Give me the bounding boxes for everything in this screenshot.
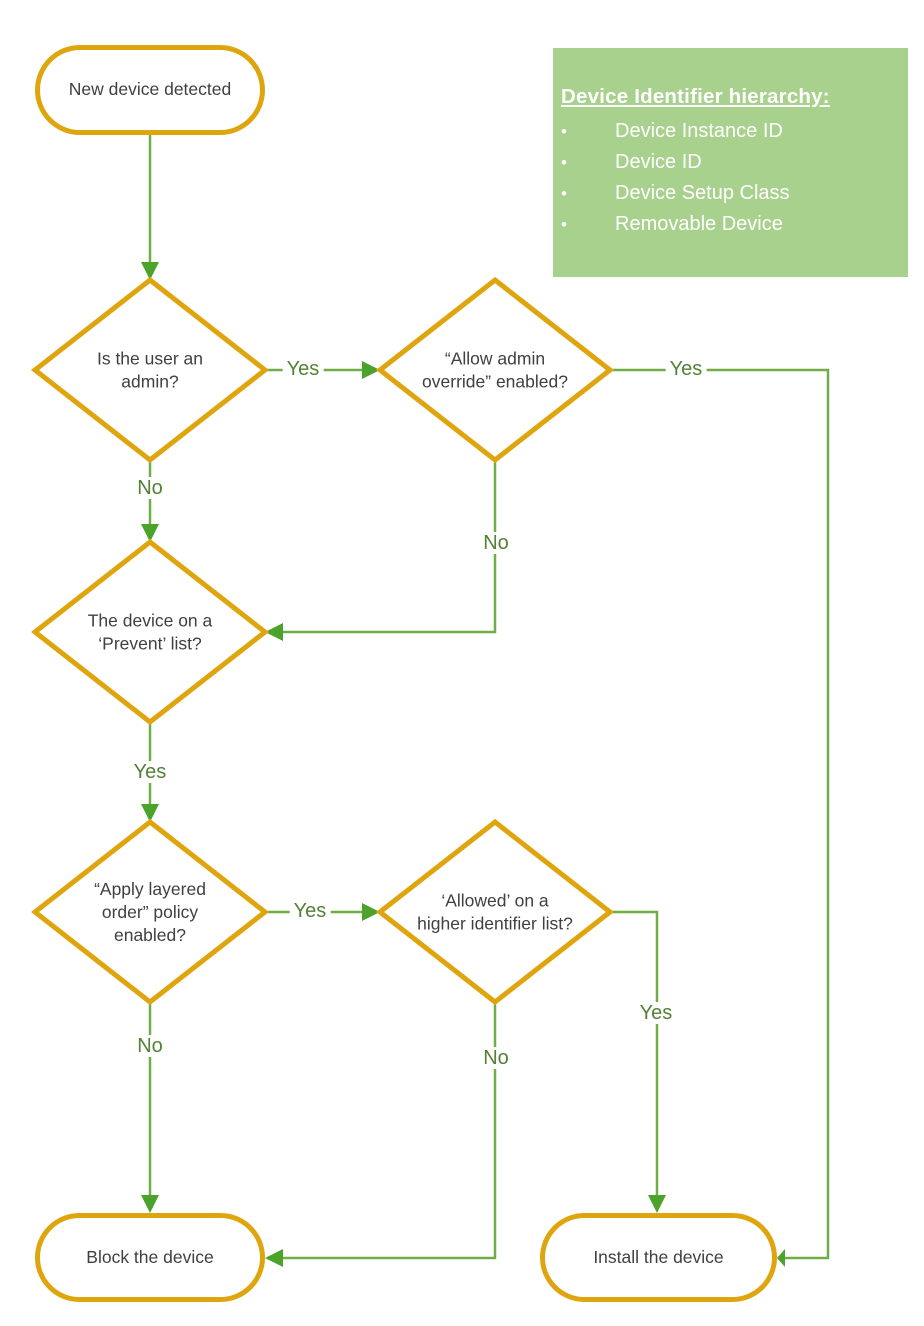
edge-override-no <box>283 460 497 634</box>
edge-label-layered-no: No <box>133 1035 167 1057</box>
terminal-new-device-detected: New device detected <box>35 45 265 135</box>
arrowhead-down-layered <box>141 804 159 822</box>
info-item-label: Device Instance ID <box>615 120 783 142</box>
list-item: • Device Setup Class <box>561 178 894 209</box>
bullet-icon: • <box>561 184 567 203</box>
info-item-label: Device ID <box>615 151 702 173</box>
edge-allowed-no <box>283 1002 497 1260</box>
arrowhead-left-block <box>265 1249 283 1267</box>
decision-prevent-shape <box>30 538 270 726</box>
edge-label-override-no: No <box>479 532 513 554</box>
decision-layered-label: “Apply layered order” policy enabled? <box>94 878 206 945</box>
bullet-icon: • <box>561 153 567 172</box>
arrowhead-left-install <box>777 1249 785 1267</box>
edge-label-admin-yes: Yes <box>282 358 324 380</box>
terminal-block-label: Block the device <box>86 1246 214 1267</box>
arrowhead-right-override <box>362 361 380 379</box>
decision-override-shape <box>375 276 615 464</box>
info-item-label: Device Setup Class <box>615 182 790 204</box>
arrowhead-down-prevent <box>141 524 159 542</box>
arrowhead-right-allowed <box>362 903 380 921</box>
arrowhead-down-block <box>141 1195 159 1213</box>
decision-admin-shape <box>30 276 270 464</box>
decision-prevent-label: The device on a ‘Prevent’ list? <box>87 610 213 653</box>
info-box-title: Device Identifier hierarchy: <box>561 85 830 108</box>
decision-allowed-label: ‘Allowed’ on a higher identifier list? <box>417 890 573 933</box>
arrowhead-down-install <box>648 1195 666 1213</box>
decision-admin-label: Is the user an admin? <box>96 348 204 391</box>
terminal-block-device: Block the device <box>35 1213 265 1302</box>
arrowhead-down-admin <box>141 262 159 280</box>
edge-allowed-yes <box>610 910 659 1195</box>
edge-override-yes-long <box>610 368 830 1260</box>
list-item: • Device Instance ID <box>561 116 894 147</box>
decision-override-label: “Allow admin override” enabled? <box>422 348 568 391</box>
arrowhead-left-prevent <box>265 623 283 641</box>
info-item-label: Removable Device <box>615 213 783 235</box>
edge-label-admin-no: No <box>133 477 167 499</box>
terminal-install-device: Install the device <box>540 1213 777 1302</box>
decision-layered-shape <box>30 818 270 1006</box>
edge-label-prevent-yes: Yes <box>129 761 171 783</box>
list-item: • Removable Device <box>561 209 894 240</box>
edge-label-allowed-yes: Yes <box>635 1002 677 1024</box>
edge-label-allowed-no: No <box>479 1047 513 1069</box>
bullet-icon: • <box>561 215 567 234</box>
terminal-new-device-label: New device detected <box>68 79 232 100</box>
bullet-icon: • <box>561 122 567 141</box>
decision-allowed-shape <box>375 818 615 1006</box>
edge-label-layered-yes: Yes <box>289 900 331 922</box>
edge-label-override-yes: Yes <box>665 358 707 380</box>
list-item: • Device ID <box>561 147 894 178</box>
device-identifier-hierarchy-box: Device Identifier hierarchy: • Device In… <box>553 48 908 277</box>
terminal-install-label: Install the device <box>593 1246 724 1267</box>
